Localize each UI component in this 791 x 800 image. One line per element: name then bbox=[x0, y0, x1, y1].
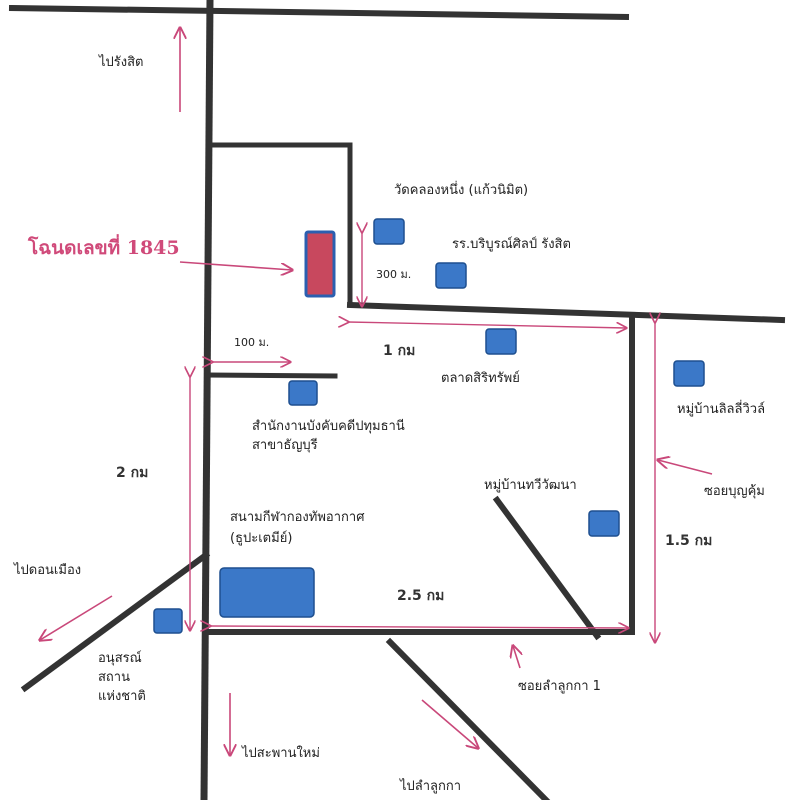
office-label-line1: สำนักงานบังคับคดีปทุมธานี bbox=[252, 419, 405, 434]
monument-label-line1: อนุสรณ์ bbox=[98, 651, 142, 666]
direction-west-label: ไปดอนเมือง bbox=[14, 563, 82, 578]
road-lamlukka-diagonal bbox=[385, 637, 551, 800]
roads bbox=[8, 0, 786, 800]
stadium-label-line1: สนามกีฬากองทัพอากาศ bbox=[230, 510, 365, 525]
distance-markers bbox=[190, 232, 655, 642]
village-lilly-label: หมู่บ้านลิลลี่วิวล์ bbox=[677, 402, 766, 417]
measure-25km bbox=[210, 626, 628, 628]
temple-label: วัดคลองหนึ่ง (แก้วนิมิต) bbox=[394, 183, 529, 198]
road-west-diagonal bbox=[20, 550, 211, 693]
soi-bunkhum-label: ซอยบุญคุ้ม bbox=[704, 484, 765, 499]
direction-south-label: ไปสะพานใหม่ bbox=[242, 746, 320, 761]
village-lilly-marker bbox=[673, 360, 705, 387]
school-label: รร.บริบูรณ์ศิลป์ รังสิต bbox=[452, 237, 571, 252]
direction-arrows bbox=[40, 28, 713, 755]
office-label-line2: สาขาธัญบุรี bbox=[252, 438, 318, 453]
road-right-horizontal bbox=[346, 301, 786, 324]
monument-marker bbox=[153, 608, 183, 634]
market-marker bbox=[485, 328, 517, 355]
distance-1km-label: 1 กม bbox=[383, 343, 416, 359]
village-thawi-marker bbox=[588, 510, 620, 537]
stadium-label-line2: (ธูปะเตมีย์) bbox=[230, 531, 293, 546]
plot-label: โฉนดเลขที่ 1845 bbox=[28, 237, 180, 259]
distance-15km-label: 1.5 กม bbox=[665, 533, 713, 549]
road-main-vertical bbox=[200, 0, 214, 800]
school-marker bbox=[435, 262, 467, 289]
soi-lamlukka-label: ซอยลำลูกกา 1 bbox=[518, 679, 601, 694]
arrow-southeast bbox=[421, 699, 478, 748]
measure-1km bbox=[348, 322, 626, 328]
arrow-plot-pointer bbox=[179, 261, 292, 270]
arrow-soi-bunkhum bbox=[658, 460, 713, 475]
direction-southeast-label: ไปลำลูกกา bbox=[400, 779, 462, 794]
road-office-spur bbox=[204, 372, 338, 379]
direction-north-label: ไปรังสิต bbox=[99, 55, 144, 70]
landmark-markers bbox=[153, 218, 705, 634]
distance-300m-label: 300 ม. bbox=[376, 268, 412, 281]
road-top bbox=[8, 4, 630, 21]
distance-2km-label: 2 กม bbox=[116, 465, 149, 481]
distance-100m-label: 100 ม. bbox=[234, 336, 270, 349]
road-thawi-diagonal bbox=[492, 495, 602, 641]
market-label: ตลาดสิริทรัพย์ bbox=[441, 371, 520, 386]
village-thawi-label: หมู่บ้านทวีวัฒนา bbox=[484, 478, 577, 493]
temple-marker bbox=[373, 218, 405, 245]
arrow-west bbox=[40, 595, 113, 640]
monument-label-line3: แห่งชาติ bbox=[98, 689, 146, 704]
monument-label-line2: สถาน bbox=[98, 670, 130, 685]
plot-1845-marker bbox=[304, 230, 336, 298]
stadium-marker bbox=[219, 567, 315, 618]
distance-25km-label: 2.5 กม bbox=[397, 588, 445, 604]
office-marker bbox=[288, 380, 318, 406]
arrow-soi-lamlukka bbox=[513, 646, 520, 669]
